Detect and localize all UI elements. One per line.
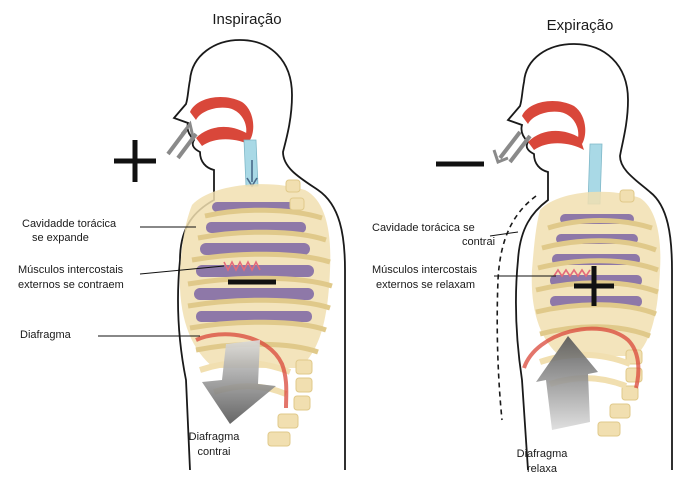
label-cavity-line1: Cavidadde torácica bbox=[22, 218, 117, 230]
label-muscles-line2: externos se relaxam bbox=[376, 279, 475, 291]
label-cavity-line2: se expande bbox=[32, 232, 89, 244]
plus-sign-outside bbox=[114, 140, 156, 182]
ribcage bbox=[180, 180, 332, 446]
label-diaphragm: Diafragma bbox=[20, 329, 72, 341]
label-muscles-line1: Músculos intercostais bbox=[18, 264, 124, 276]
panel-expiration: Expiração bbox=[372, 17, 672, 475]
panel-title-expiration: Expiração bbox=[547, 17, 614, 34]
airway bbox=[190, 97, 258, 186]
label-muscles-line2: externos se contraem bbox=[18, 279, 124, 291]
label-diaphragm-action-line1: Diafragma bbox=[517, 448, 569, 460]
label-diaphragm-action-line2: contrai bbox=[197, 446, 230, 458]
panel-title-inspiration: Inspiração bbox=[212, 11, 281, 28]
air-inflow-arrows bbox=[168, 124, 196, 158]
label-cavity-line1: Cavidade torácica se bbox=[372, 222, 475, 234]
leader-cavity bbox=[490, 232, 518, 236]
label-cavity-line2: contrai bbox=[462, 236, 495, 248]
airway bbox=[522, 101, 602, 204]
label-diaphragm-action-line2: relaxa bbox=[527, 463, 558, 475]
panel-inspiration: Inspiração bbox=[18, 11, 345, 470]
label-diaphragm-action-line1: Diafragma bbox=[189, 431, 241, 443]
label-muscles-line1: Músculos intercostais bbox=[372, 264, 478, 276]
